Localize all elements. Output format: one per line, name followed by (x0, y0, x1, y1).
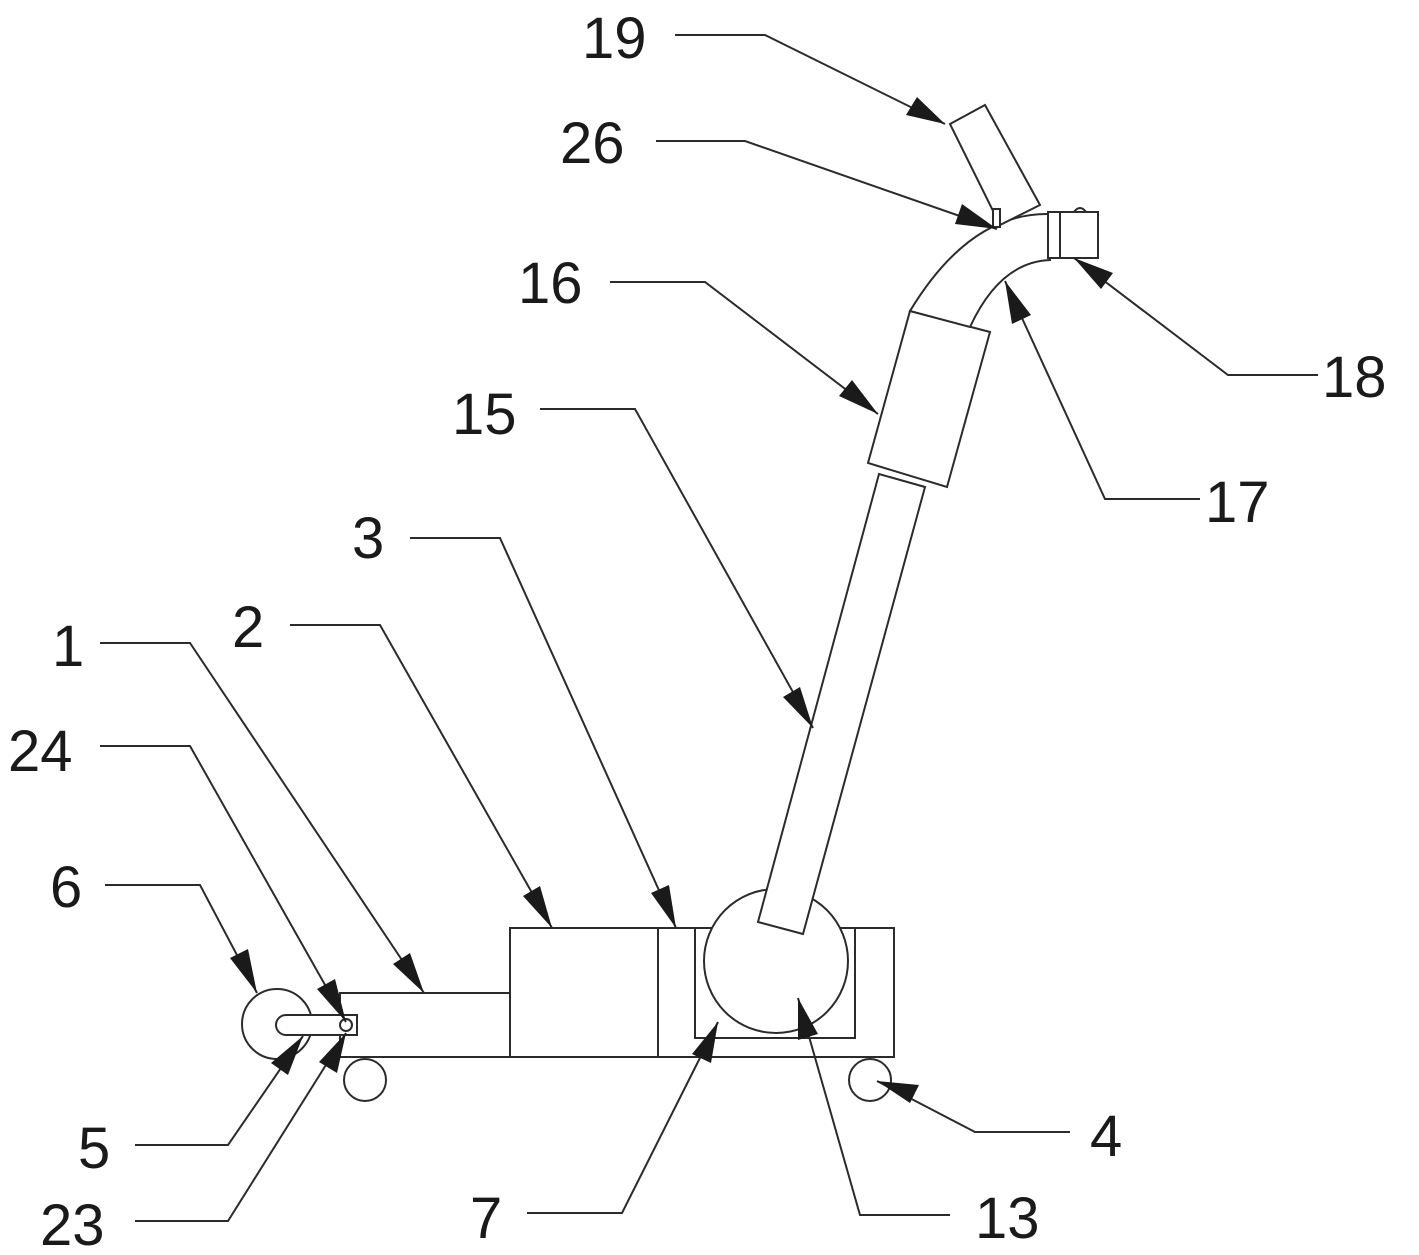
label-19: 19 (582, 6, 647, 71)
label-26: 26 (560, 111, 625, 176)
label-3: 3 (352, 506, 384, 571)
label-5: 5 (78, 1116, 110, 1181)
arrow-17 (1005, 281, 1031, 324)
label-15: 15 (452, 382, 517, 447)
pole-sleeve (866, 309, 992, 489)
label-2: 2 (232, 595, 264, 660)
inclined-pole (756, 472, 927, 936)
base-rail (339, 992, 513, 1058)
arrow-23 (319, 1033, 346, 1073)
end-clamp-bump (1073, 207, 1087, 213)
curved-arm (908, 212, 1051, 329)
leader-3 (410, 537, 677, 929)
label-17: 17 (1205, 470, 1270, 535)
arrow-2 (523, 886, 552, 928)
label-18: 18 (1322, 345, 1387, 410)
leader-23 (135, 1032, 347, 1222)
main-box (509, 927, 659, 1058)
leader-13 (797, 997, 950, 1216)
leader-lines (100, 34, 1318, 1222)
arrow-3 (651, 885, 676, 928)
leader-7 (527, 1021, 719, 1214)
arrow-7 (692, 1022, 718, 1063)
arrow-26 (955, 204, 997, 229)
arrow-16 (839, 380, 878, 414)
axle-rod (275, 1014, 358, 1036)
label-4: 4 (1090, 1104, 1122, 1169)
leader-5 (135, 1035, 304, 1146)
label-1: 1 (52, 614, 84, 679)
axle-pin (339, 1018, 353, 1032)
leader-16 (610, 281, 879, 415)
leader-6 (105, 884, 258, 994)
end-clamp (1047, 211, 1099, 259)
leader-17 (1004, 280, 1200, 500)
arrow-19 (906, 97, 945, 124)
label-13: 13 (975, 1186, 1040, 1251)
leader-15 (540, 408, 814, 729)
arrow-1 (393, 953, 424, 993)
reference-labels: 19 26 16 15 3 2 1 24 6 18 17 4 5 23 7 13 (8, 6, 1387, 1255)
arrow-5 (271, 1036, 303, 1075)
arrow-13 (798, 998, 818, 1040)
machine (241, 103, 1099, 1102)
leader-19 (675, 34, 946, 125)
leader-24 (100, 745, 347, 1023)
support-wheel-right (848, 1058, 892, 1102)
arrowheads (230, 97, 1113, 1103)
arrow-4 (877, 1081, 919, 1103)
label-16: 16 (518, 251, 583, 316)
leader-26 (656, 140, 998, 230)
arrow-18 (1074, 258, 1113, 289)
tilted-nozzle (948, 103, 1042, 227)
small-tab (992, 208, 1001, 228)
leader-18 (1073, 257, 1318, 376)
label-23: 23 (40, 1193, 105, 1255)
label-7: 7 (470, 1186, 502, 1251)
label-24: 24 (8, 719, 73, 784)
leader-1 (100, 642, 425, 994)
leader-2 (290, 624, 553, 929)
arrow-24 (317, 979, 346, 1022)
arrow-15 (783, 687, 813, 728)
label-6: 6 (50, 855, 82, 920)
arrow-6 (230, 949, 257, 993)
support-wheel-left (343, 1058, 387, 1102)
